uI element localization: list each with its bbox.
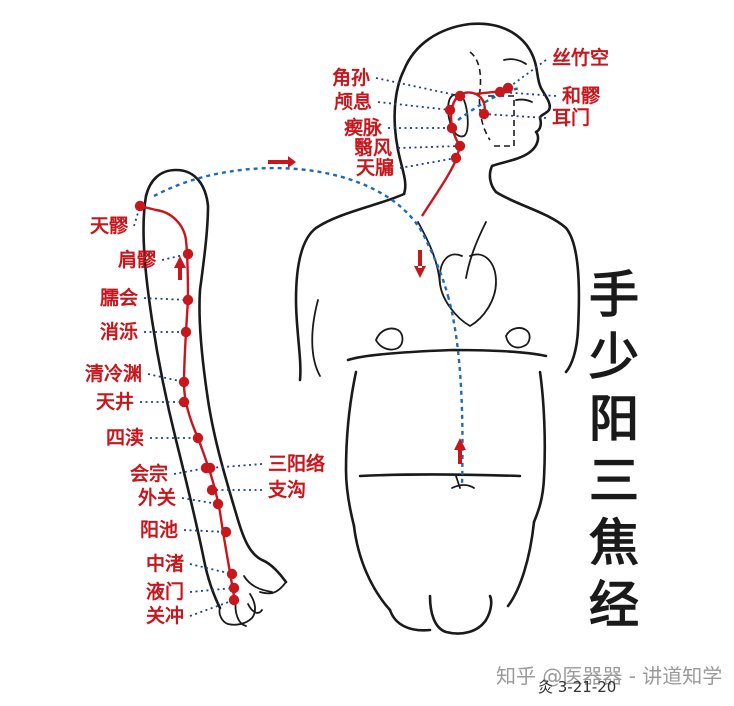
acupoint-label-ermen: 耳门 [552,106,590,129]
flow-arrows [174,156,466,464]
acupoint-dot-zhongzhu [226,568,238,580]
internal-path-ear-branch [457,86,521,121]
acupoint-dot-naohui [182,294,194,306]
acupoint-label-luxi: 颅息 [334,90,372,113]
acupoint-dot-sidu [192,432,204,444]
acupoint-dot-qinglengyuan [178,376,190,388]
acupoint-dot-waiguan [212,498,224,510]
acupoint-label-yangchi: 阳池 [140,518,178,541]
figure-code: 灸 3-21-20 [538,678,616,696]
acupoint-label-sanyangluo: 三阳络 [268,452,325,475]
acupoint-dot-yifeng [454,140,466,152]
acupoint-label-waiguan: 外关 [138,486,176,509]
acupoint-label-zhigou: 支沟 [267,478,306,501]
leader-line-yifeng [397,145,461,149]
leader-line-sizhukong [507,59,547,89]
acupoint-dot-jiaosun [454,90,466,102]
acupoint-dot-sizhukong [502,82,514,94]
internal-path-shoulder-to-chest [153,166,450,297]
acupoint-dots [134,82,514,606]
leader-line-tianyou [399,157,457,169]
acupoint-label-huizong: 会宗 [130,462,168,485]
acupoint-label-jiaosun: 角孙 [332,66,370,89]
arm-outline [142,168,288,627]
acupoint-label-sizhukong: 丝竹空 [552,46,609,69]
leader-line-jiaosun [375,77,461,97]
leader-line-luxi [377,101,451,111]
acupoint-label-qinglengyuan: 清冷渊 [85,362,142,385]
arrow-right-icon [268,156,296,168]
acupoint-label-yemen: 液门 [146,580,184,603]
acupoint-dot-tianjing [178,396,190,408]
acupoint-dot-guanchong [228,594,240,606]
leader-line-naohui [143,297,189,301]
leader-line-ermen [483,113,547,119]
acupoint-dot-yangchi [220,526,232,538]
internal-pathways [153,86,521,487]
torso-outline [294,190,581,635]
head-outline [393,22,552,196]
acupoint-label-tianjing: 天井 [96,391,134,413]
acupoint-dot-sanyangluo [204,462,216,474]
acupoint-label-sidu: 四渎 [106,426,144,449]
leader-line-guanchong [189,599,235,617]
acupoint-dot-yemen [228,582,240,594]
title-char: 少 [589,327,639,386]
title-char: 焦 [589,513,639,572]
arrow-up-icon [454,438,466,464]
leader-line-waiguan [181,497,219,505]
leader-line-zhongzhu [189,563,233,575]
acupoint-dot-tianliao [134,200,146,212]
watermark: 知乎 @医器器 - 讲道知学 [496,664,722,688]
title-char: 阳 [589,389,639,448]
acupoint-label-tianyou: 天牖 [356,156,394,179]
arrow-up-icon [174,256,186,280]
acupoint-dot-luxi [444,104,456,116]
acupoint-dot-xiaoluo [180,326,192,338]
acupoint-dot-tianyou [450,152,462,164]
arrow-down-icon [414,250,426,278]
acupoint-label-heliao: 和髎 [562,84,601,107]
acupoint-label-tianliao: 天髎 [90,215,129,237]
acupoint-dot-zhigou [206,484,218,496]
leader-line-yangchi [183,529,227,533]
acupoint-label-naohui: 臑会 [100,286,138,309]
leader-line-heliao [499,91,557,97]
title-char: 三 [589,451,639,510]
acupoint-dot-chimai [446,122,458,134]
leader-line-qinglengyuan [147,373,185,383]
acupoint-dot-jianliao [182,248,194,260]
title-char: 手 [589,265,639,324]
acupoint-label-guanchong: 关冲 [146,604,184,627]
acupoint-label-xiaoluo: 消泺 [100,320,138,343]
internal-path-chest-to-abdomen [446,295,464,487]
acupoint-label-chimai: 瘈脉 [344,116,383,139]
acupoint-label-zhongzhu: 中渚 [146,552,184,575]
title-char: 经 [589,575,639,634]
acupoint-label-jianliao: 肩髎 [118,248,157,271]
acupoint-dot-ermen [478,108,490,120]
leader-line-yemen [189,587,235,593]
acupoint-label-yifeng: 翳风 [354,137,392,159]
leader-line-sanyangluo [209,463,263,469]
acupoint-dot-heliao [494,86,506,98]
